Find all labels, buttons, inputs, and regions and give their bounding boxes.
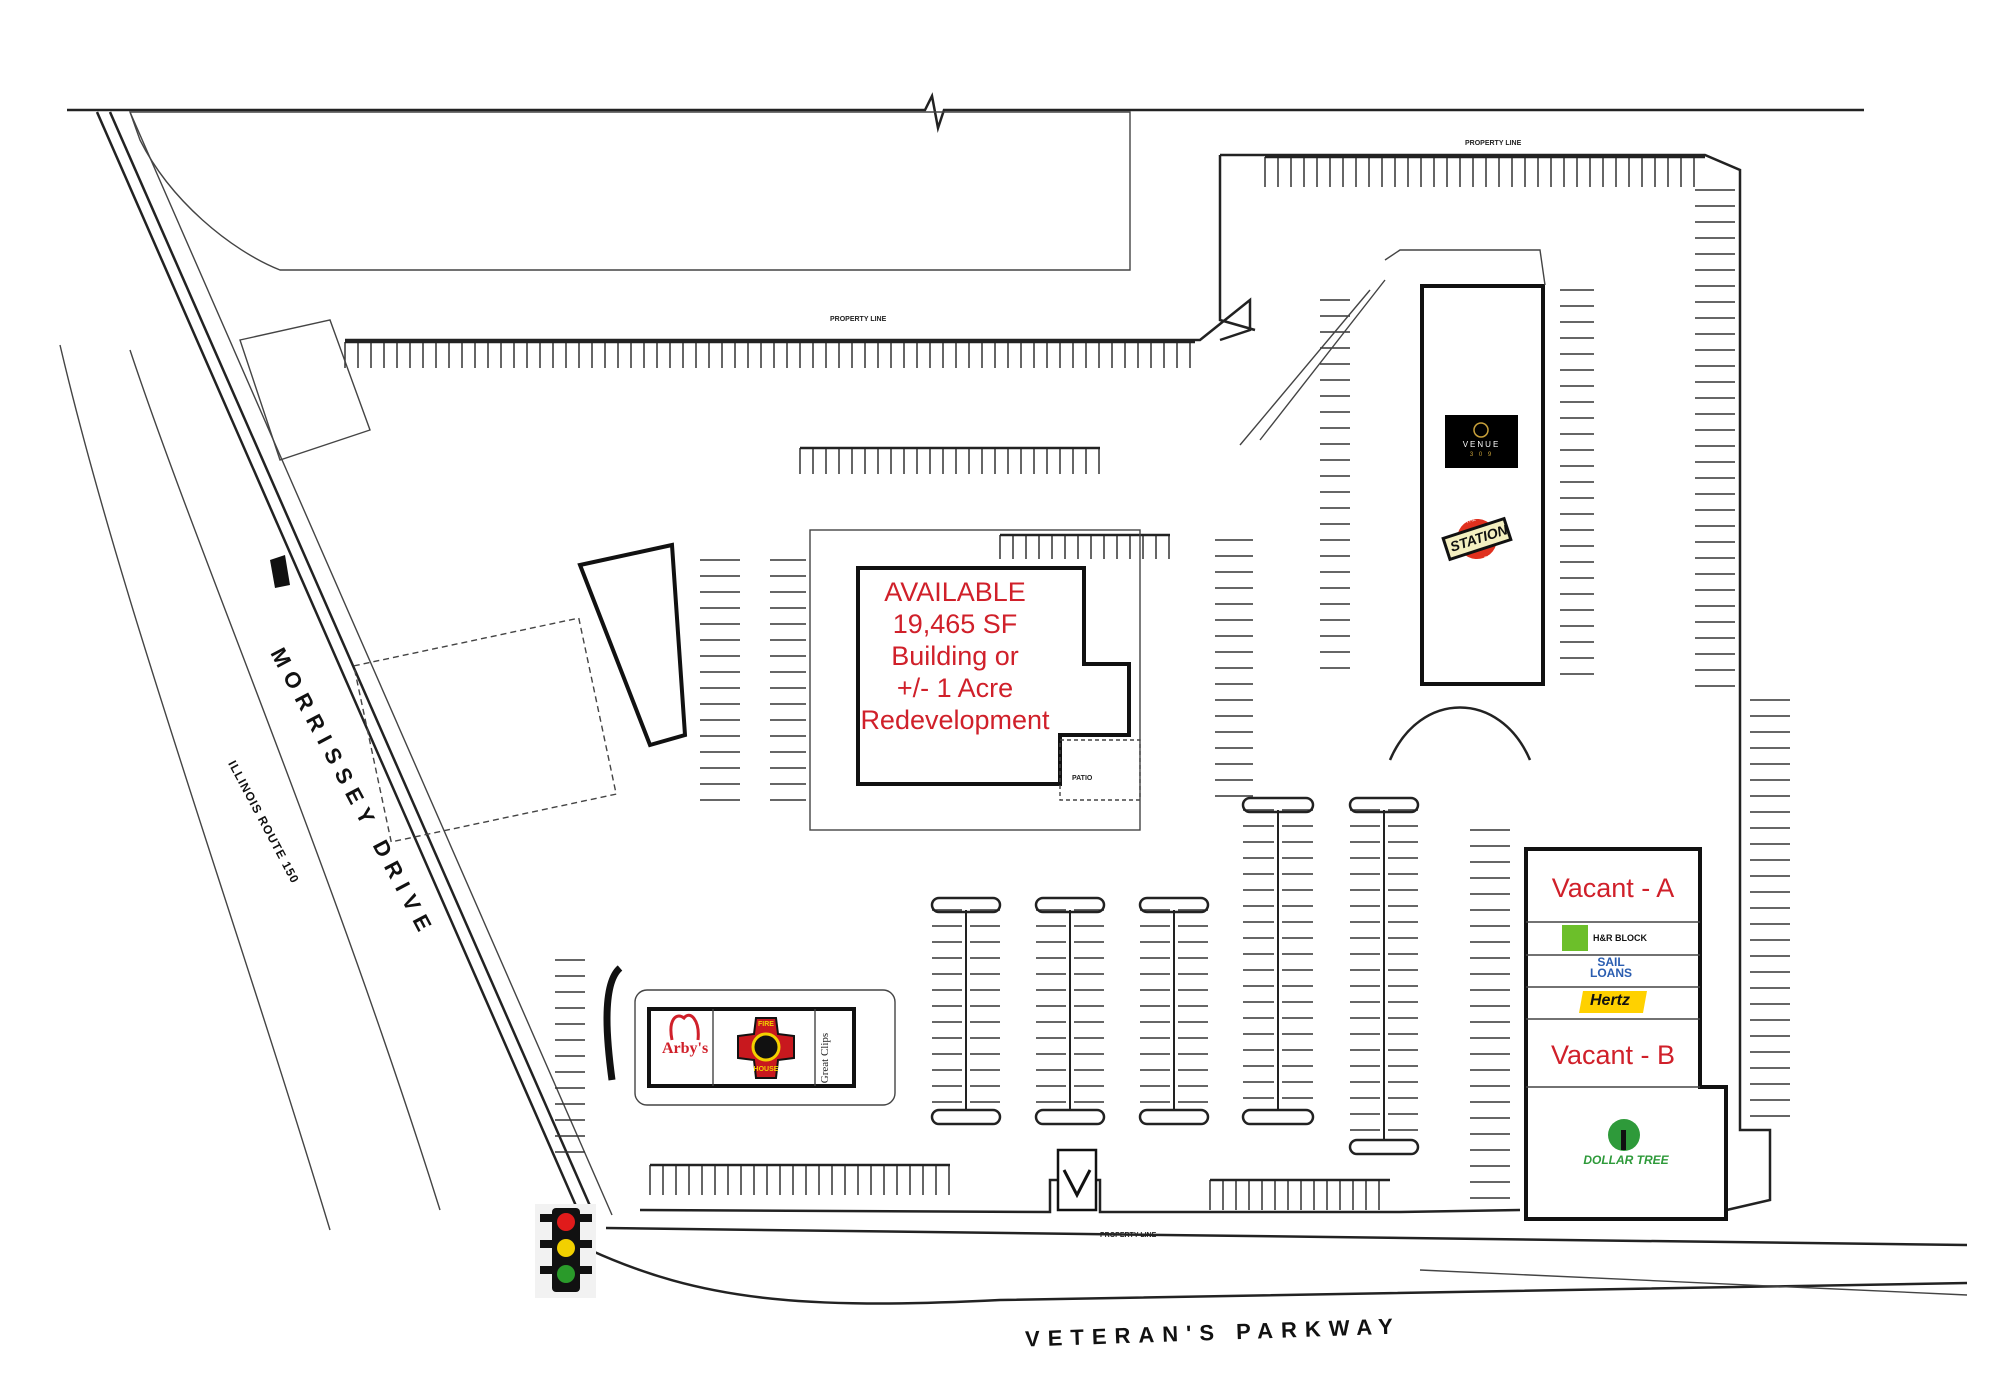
- dollar-tree-icon: [1608, 1119, 1640, 1151]
- pylon-sign: [270, 555, 290, 588]
- parking-stalls: [344, 155, 1790, 1210]
- venue-logo-mark: [1473, 422, 1489, 438]
- parking-island-end: [930, 1108, 1002, 1126]
- pylon-pad: [239, 319, 371, 461]
- parking-island-end: [1241, 796, 1315, 814]
- parking-island-end: [930, 896, 1002, 914]
- sail-loans-logo: SAIL LOANS: [1590, 955, 1632, 980]
- veterans-road-edge: [605, 1226, 1968, 1247]
- venue-logo-sub: 3 0 9: [1469, 452, 1494, 458]
- property-line-label: PROPERTY LINE: [1100, 1232, 1157, 1239]
- parking-island-end: [1241, 1108, 1315, 1126]
- hertz-logo-text: Hertz: [1590, 992, 1631, 1009]
- property-line-label: PROPERTY LINE: [1465, 140, 1522, 147]
- station-logo: [1441, 516, 1513, 562]
- firehouse-logo: [737, 1017, 795, 1079]
- parking-island-end: [1138, 896, 1210, 914]
- available-building-label: AVAILABLE 19,465 SF Building or +/- 1 Ac…: [855, 576, 1055, 736]
- pond-outline: [129, 111, 1131, 271]
- parking-island-end: [1034, 1108, 1106, 1126]
- sidewalk-line: [129, 111, 613, 1216]
- curb: [603, 965, 623, 1081]
- property-line-label: PROPERTY LINE: [830, 316, 887, 323]
- parking-island-end: [1034, 896, 1106, 914]
- firehouse-logo-bottom: HOUSE: [753, 1066, 779, 1073]
- hr-block-logo-square: [1562, 925, 1588, 951]
- venue-walkway: [1239, 249, 1546, 446]
- lot-outline: [345, 153, 1772, 1217]
- west-pad: [352, 617, 618, 843]
- firehouse-logo-top: FIRE: [758, 1021, 774, 1028]
- road-curve-2: [129, 349, 441, 1211]
- dollar-tree-label: DOLLAR TREE: [1583, 1153, 1669, 1167]
- venue-station-building[interactable]: [1420, 284, 1545, 686]
- sail-loans-line: SAIL: [1597, 955, 1625, 969]
- parking-island-end: [1138, 1108, 1210, 1126]
- parking-island-end: [1348, 1138, 1420, 1156]
- available-label-line: Redevelopment: [860, 705, 1050, 735]
- available-label-line: AVAILABLE: [884, 577, 1026, 607]
- vacant-b-label: Vacant - B: [1550, 1040, 1676, 1070]
- patio-area: [1059, 739, 1141, 801]
- hr-block-label: H&R BLOCK: [1593, 933, 1647, 943]
- arbys-hat-icon: [669, 1013, 700, 1041]
- road-curve: [59, 344, 331, 1231]
- sail-loans-line: LOANS: [1590, 966, 1632, 980]
- available-building[interactable]: [856, 566, 1131, 786]
- vacant-a-label: Vacant - A: [1551, 873, 1675, 903]
- available-label-line: 19,465 SF: [892, 609, 1018, 639]
- arbys-logo-text: Arby's: [662, 1040, 709, 1057]
- venue-logo: [1445, 415, 1518, 468]
- lot-outline-ne: [1218, 155, 1256, 332]
- parking-island-end: [1348, 796, 1420, 814]
- road-line: [1419, 1269, 1968, 1296]
- arbys-building-walk: [634, 989, 896, 1106]
- venue-logo-text: VENUE: [1462, 440, 1501, 449]
- available-label-line: +/- 1 Acre: [896, 673, 1014, 703]
- available-label-line: Building or: [891, 641, 1019, 671]
- available-building-pad: [809, 529, 1141, 831]
- veterans-road-edge-2: [589, 1248, 1968, 1305]
- patio-label: PATIO: [1072, 775, 1093, 782]
- west-building[interactable]: [577, 542, 688, 748]
- morrissey-road-edge-2: [108, 111, 596, 1216]
- monument-sign: [1056, 1148, 1098, 1212]
- great-clips-logo: Great Clips: [819, 1032, 832, 1084]
- hertz-logo-bg: [1579, 991, 1647, 1013]
- traffic-light-icon: [535, 1204, 596, 1298]
- morrissey-road-edge: [95, 111, 582, 1216]
- drop-off-loop: [1388, 706, 1532, 761]
